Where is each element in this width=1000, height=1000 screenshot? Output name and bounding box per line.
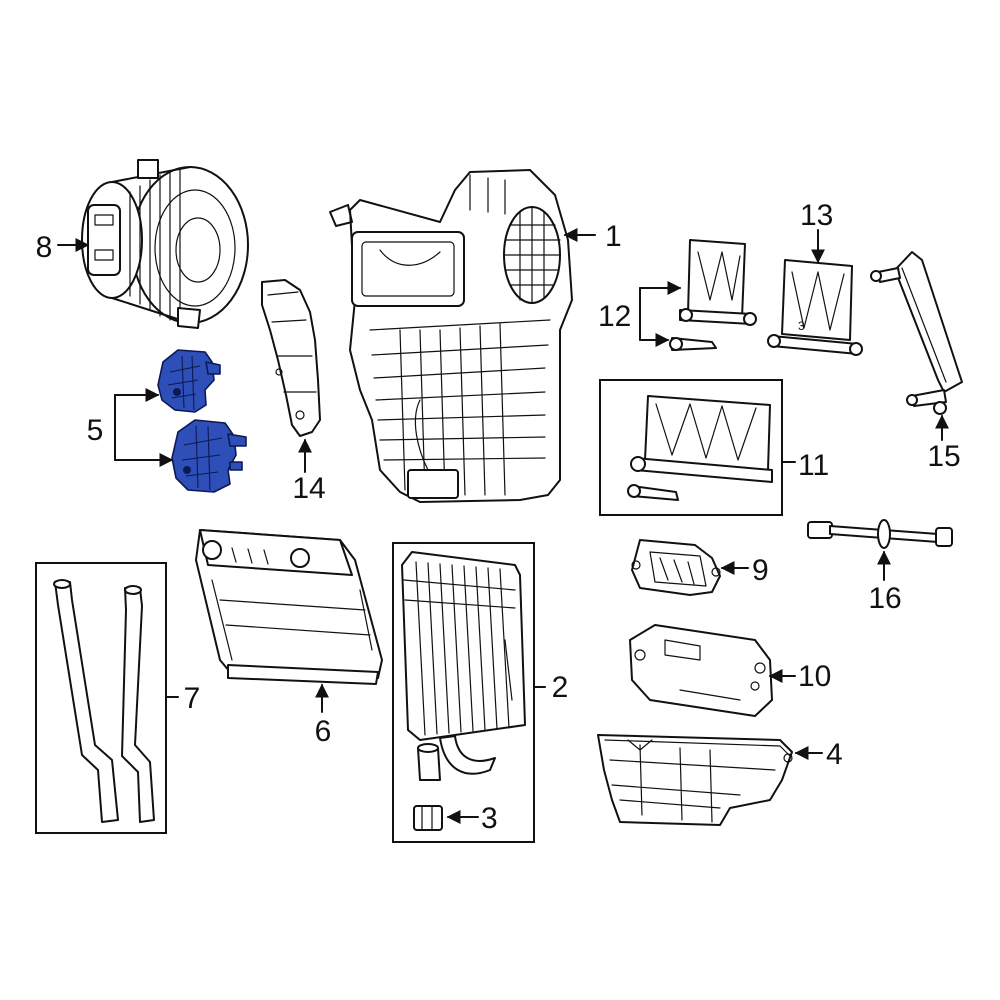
blower-motor-part[interactable]	[81, 159, 249, 329]
control-module-part[interactable]	[631, 539, 721, 596]
callout-11: 11	[798, 449, 829, 482]
bolt-part[interactable]	[807, 519, 953, 549]
heater-core-part[interactable]	[195, 529, 383, 685]
callout-3: 3	[481, 802, 498, 835]
door-marking-3: 3	[798, 319, 805, 333]
actuator-lower-part[interactable]	[171, 419, 247, 493]
linkage-rod-part[interactable]	[870, 251, 963, 415]
callout-7: 7	[184, 682, 201, 715]
group-box-11	[599, 379, 783, 516]
callout-1: 1	[605, 220, 622, 253]
callout-15: 15	[927, 440, 960, 473]
lower-case-part[interactable]	[597, 734, 793, 826]
mode-door-part[interactable]: 3	[767, 259, 863, 356]
actuator-upper-part[interactable]	[157, 349, 221, 413]
callout-6: 6	[315, 715, 332, 748]
heater-tube-left-part[interactable]	[53, 579, 119, 823]
filter-pin-part[interactable]	[627, 484, 679, 501]
callout-16: 16	[868, 582, 901, 615]
evaporator-part[interactable]	[401, 551, 526, 781]
callout-2: 2	[552, 671, 569, 704]
cover-plate-part[interactable]	[629, 624, 773, 717]
callout-8: 8	[36, 231, 53, 264]
filter-door-part[interactable]	[630, 395, 773, 483]
callout-14: 14	[292, 472, 325, 505]
heater-tube-right-part[interactable]	[121, 585, 155, 823]
duct-seal-part[interactable]	[261, 279, 321, 437]
callout-4: 4	[826, 738, 843, 771]
callout-5: 5	[87, 414, 104, 447]
callout-10: 10	[798, 660, 831, 693]
hvac-housing-part[interactable]	[329, 169, 573, 503]
expansion-valve-part[interactable]	[413, 805, 443, 831]
blend-door-part[interactable]	[679, 239, 757, 326]
callout-9: 9	[752, 554, 769, 587]
callout-13: 13	[800, 199, 833, 232]
door-pin-part[interactable]	[669, 337, 717, 351]
callout-12: 12	[598, 300, 631, 333]
group-box-2	[392, 542, 535, 843]
